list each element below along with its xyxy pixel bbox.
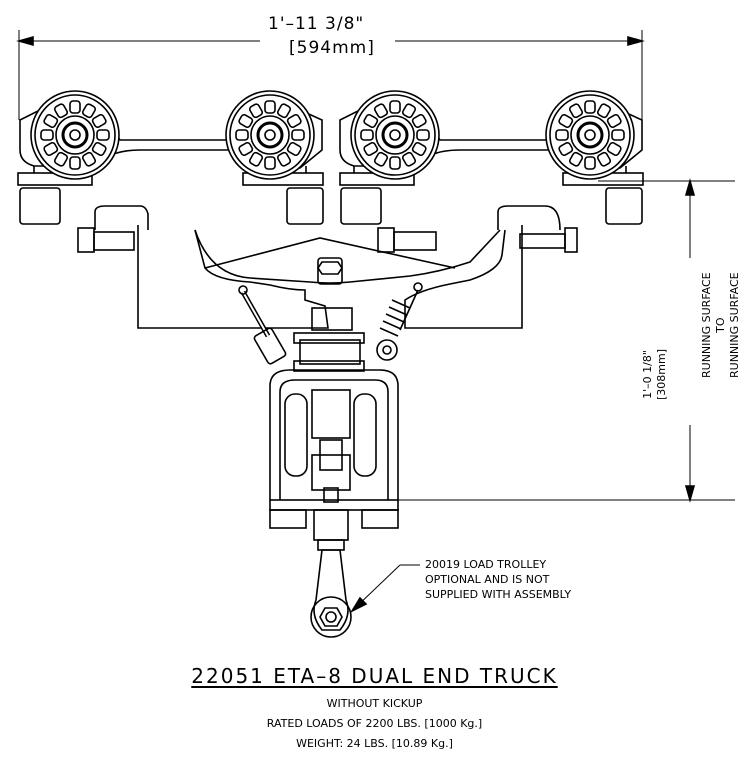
subtitle-weight: WEIGHT: 24 LBS. [10.89 Kg.] <box>296 737 453 750</box>
callout-line-2: OPTIONAL AND IS NOT <box>425 573 550 586</box>
running-surface-label-3: RUNNING SURFACE <box>728 272 741 378</box>
wheel-2 <box>225 90 315 180</box>
width-metric-label: [594mm] <box>289 38 375 58</box>
callout-leader <box>349 564 420 613</box>
running-surface-label-2: TO <box>714 317 727 333</box>
drawing-title: 22051 ETA–8 DUAL END TRUCK <box>191 664 558 688</box>
height-metric-label: [308mm] <box>655 348 668 400</box>
trolley-callout: 20019 LOAD TROLLEY OPTIONAL AND IS NOT S… <box>425 557 571 602</box>
subtitle-kickup: WITHOUT KICKUP <box>326 697 423 710</box>
right-spring <box>376 282 423 361</box>
wheel-group <box>30 90 635 180</box>
height-imperial-label: 1'–0 1/8" <box>641 350 654 399</box>
left-pin <box>238 285 287 365</box>
truck-body <box>77 205 578 329</box>
running-surface-text: RUNNING SURFACE TO RUNNING SURFACE <box>700 272 742 378</box>
load-trolley <box>269 369 399 638</box>
callout-line-1: 20019 LOAD TROLLEY <box>425 558 547 571</box>
callout-line-3: SUPPLIED WITH ASSEMBLY <box>425 588 572 601</box>
center-pivot <box>293 307 365 372</box>
wheel-4 <box>545 90 635 180</box>
width-dimension <box>16 30 645 120</box>
running-surface-label-1: RUNNING SURFACE <box>700 272 713 378</box>
wheel-1 <box>30 90 120 180</box>
width-imperial-label: 1'–11 3/8" <box>268 14 365 34</box>
subtitle-rated-loads: RATED LOADS OF 2200 LBS. [1000 Kg.] <box>266 717 483 730</box>
wheel-3 <box>350 90 440 180</box>
height-dimension <box>398 178 735 503</box>
height-dimension-text: 1'–0 1/8" [308mm] <box>641 349 669 400</box>
